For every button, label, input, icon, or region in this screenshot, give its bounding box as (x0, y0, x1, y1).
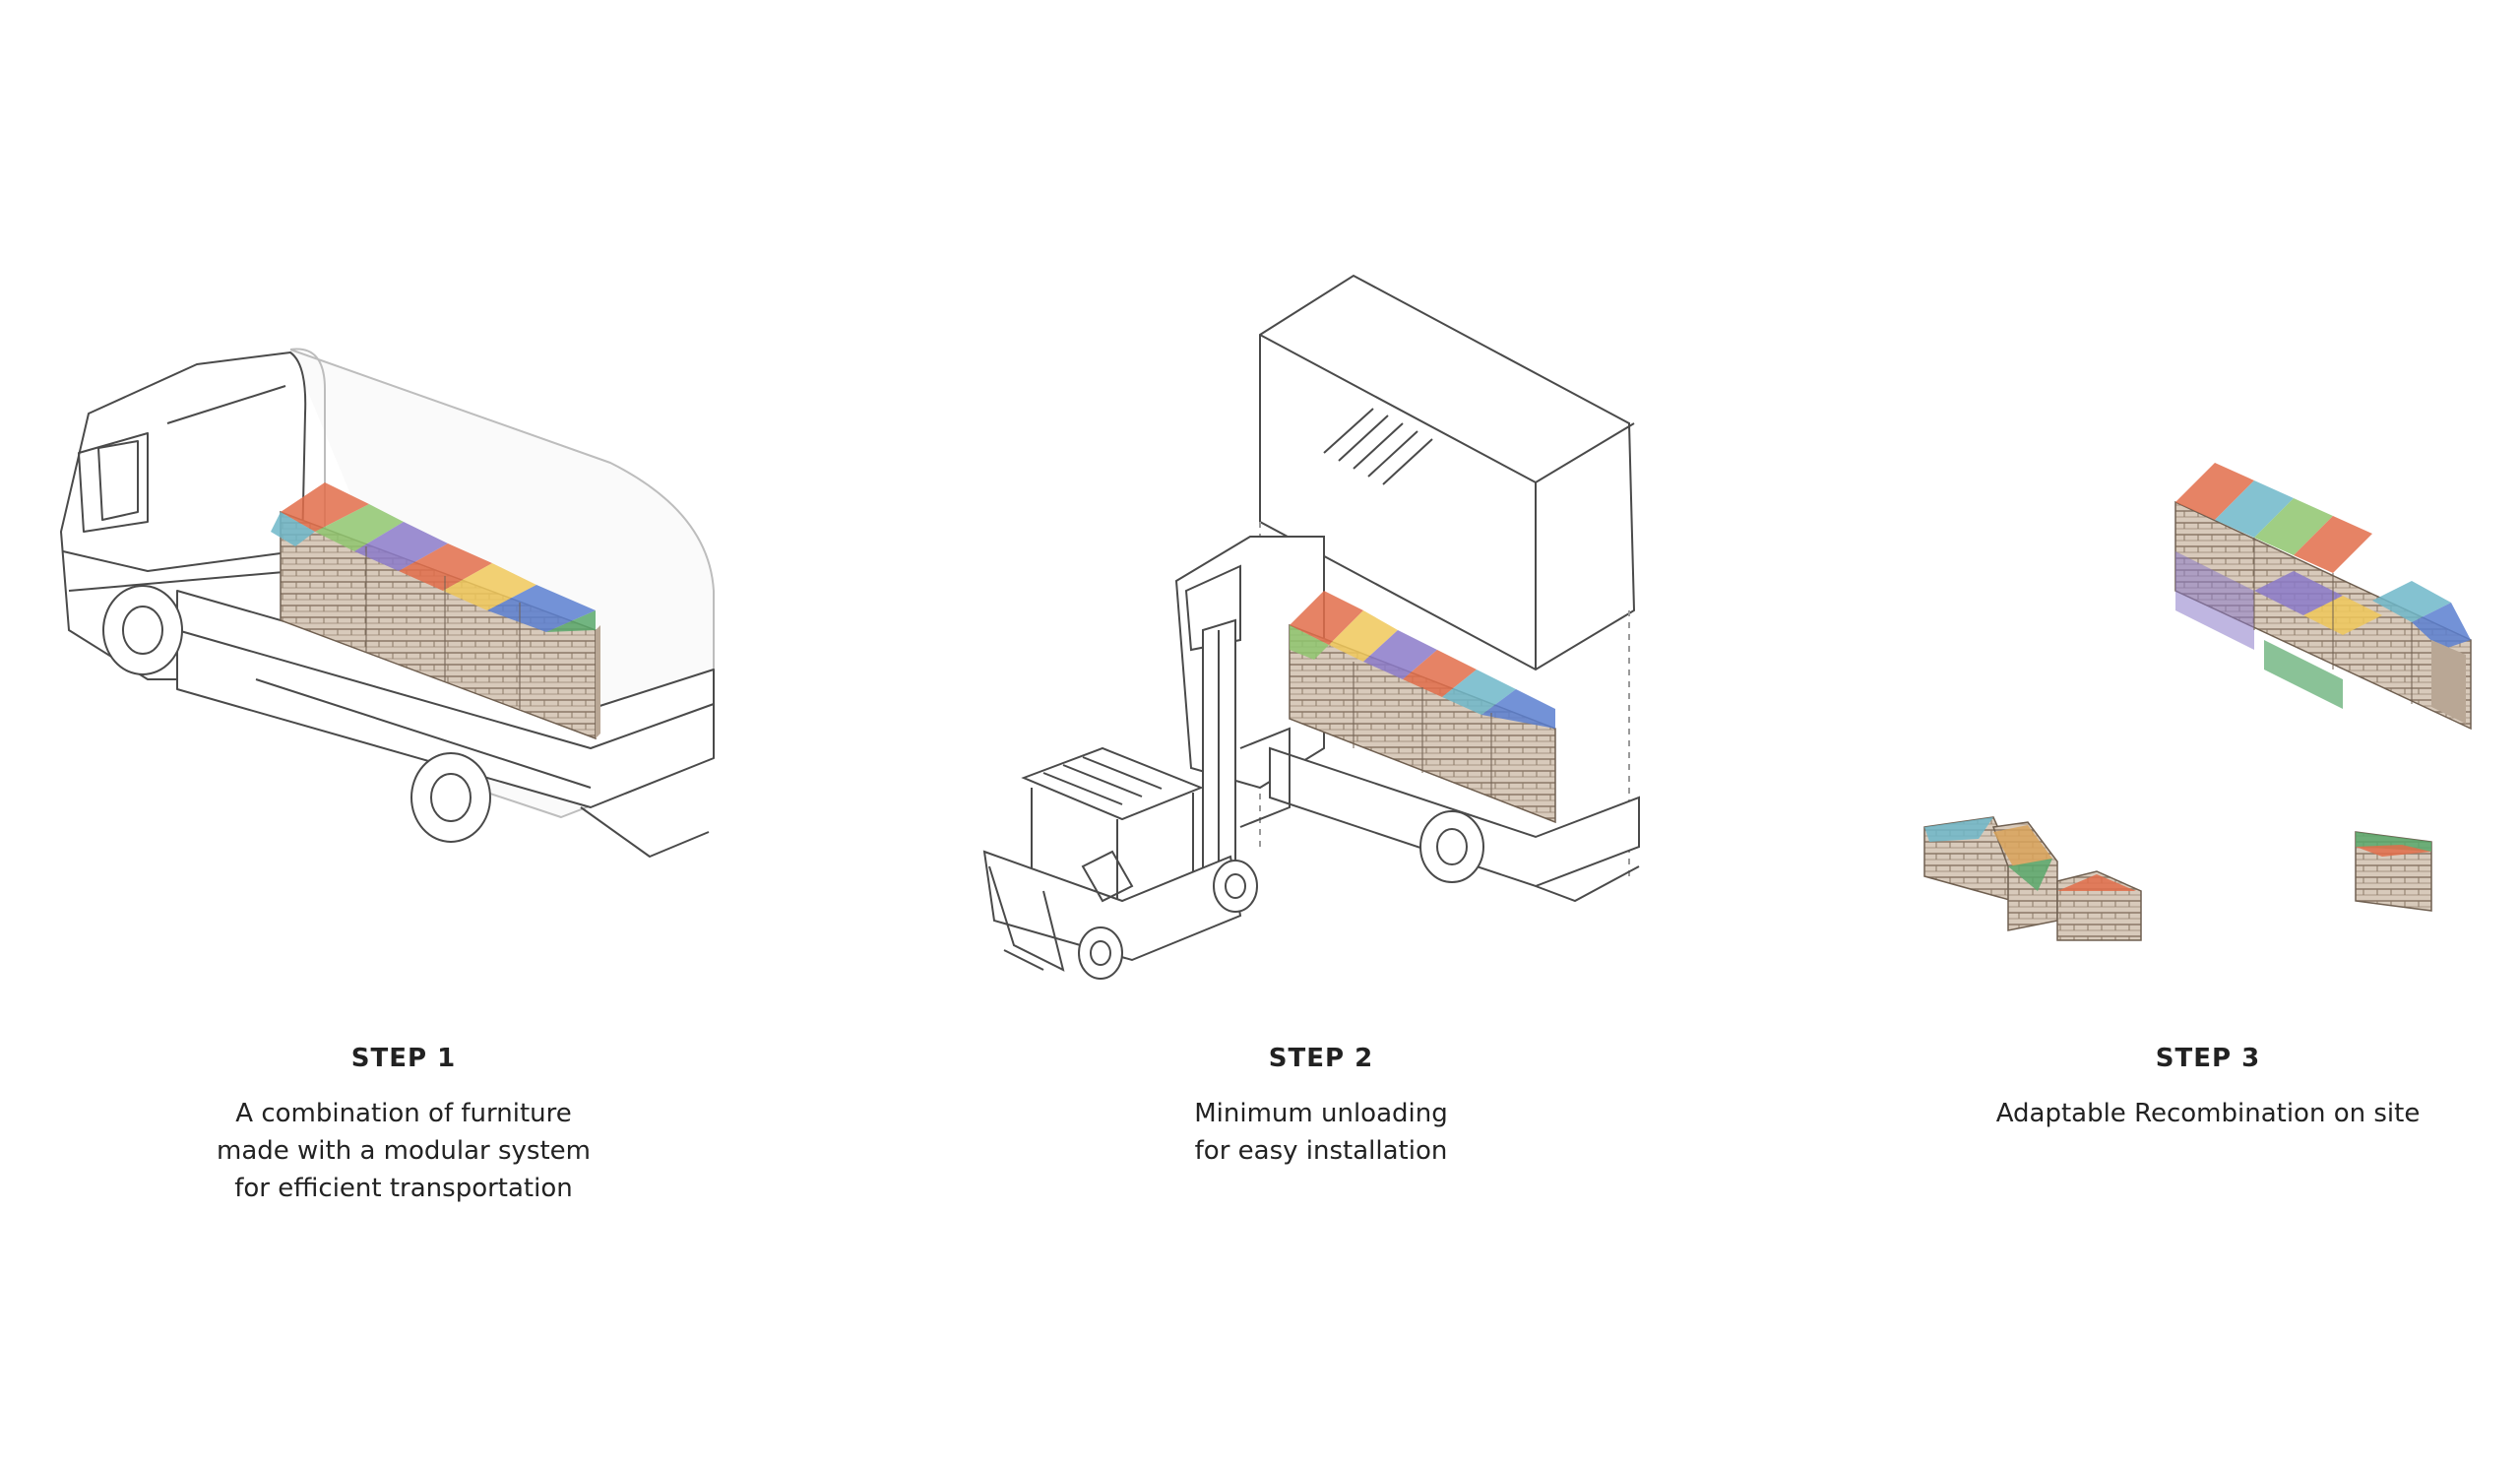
modular-cargo-stack-2 (1289, 591, 1556, 824)
step-3-caption: STEP 3 Adaptable Recombination on site (1863, 1044, 2520, 1132)
step-2-line-1: Minimum unloading (1194, 1099, 1448, 1128)
step-2-line-2: for easy installation (1194, 1136, 1448, 1166)
step-2-caption: STEP 2 Minimum unloading for easy instal… (976, 1044, 1666, 1170)
step-1-title: STEP 1 (350, 1044, 457, 1073)
step-1-line-2: made with a modular system (217, 1136, 591, 1166)
lifted-cargo-box (1259, 274, 1636, 876)
modular-cargo-stack-1 (271, 482, 600, 740)
forklift-illustration (982, 618, 1291, 980)
step-1-caption: STEP 1 A combination of furniture made w… (59, 1044, 748, 1207)
recombined-modules-lower-left (1923, 816, 2142, 941)
step-1-line-3: for efficient transportation (234, 1174, 573, 1203)
step-3-line-1: Adaptable Recombination on site (1995, 1099, 2421, 1128)
step-2-title: STEP 2 (1268, 1044, 1374, 1073)
step-1-line-1: A combination of furniture (235, 1099, 572, 1128)
recombined-modules-upper (2174, 463, 2472, 731)
step-3-title: STEP 3 (2155, 1044, 2261, 1073)
recombined-module-lower-right (2355, 831, 2432, 912)
